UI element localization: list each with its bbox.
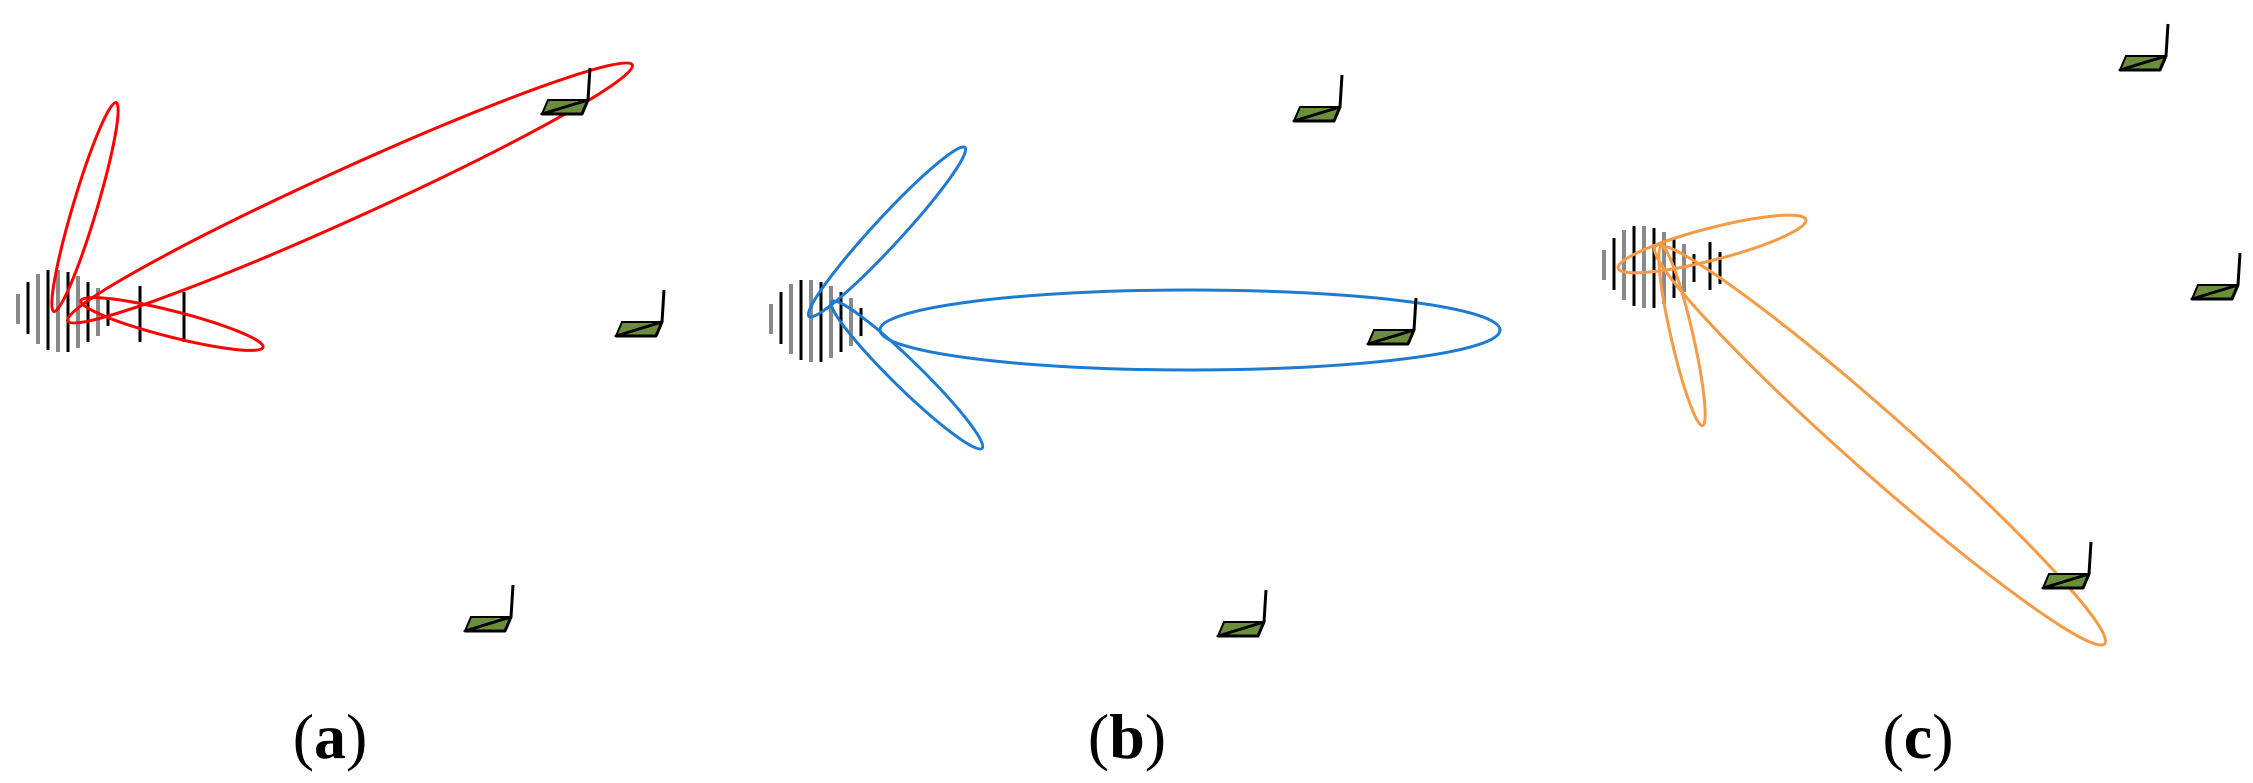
beam-pattern (50, 61, 635, 352)
user-device-icon (463, 583, 515, 633)
caption-a: (a) (293, 701, 368, 772)
user-device-icon (2190, 251, 2242, 301)
panel-b (769, 73, 1502, 638)
side-lobe-upper (806, 145, 968, 319)
main-lobe (1652, 243, 2108, 647)
caption-b: (b) (1088, 701, 1166, 772)
panel-c (1602, 22, 2242, 647)
user-device-icon (1216, 588, 1268, 638)
side-lobe-lower (79, 296, 265, 352)
antenna-array-icon (16, 268, 186, 354)
caption-c: (c) (1882, 701, 1953, 772)
beam-pattern (806, 145, 1502, 451)
side-lobe-upper (1616, 213, 1808, 275)
beam-pattern (1616, 213, 2108, 647)
user-device-icon (614, 288, 666, 338)
user-device-icon (540, 66, 592, 116)
user-device-icon (1366, 296, 1418, 346)
main-lobe (65, 61, 635, 325)
side-lobe-lower (829, 299, 985, 451)
side-lobe-upper (50, 100, 120, 314)
user-device-icon (2118, 22, 2170, 72)
user-device-icon (1292, 73, 1344, 123)
side-lobe-lower (1657, 244, 1707, 428)
panel-a (16, 61, 666, 633)
